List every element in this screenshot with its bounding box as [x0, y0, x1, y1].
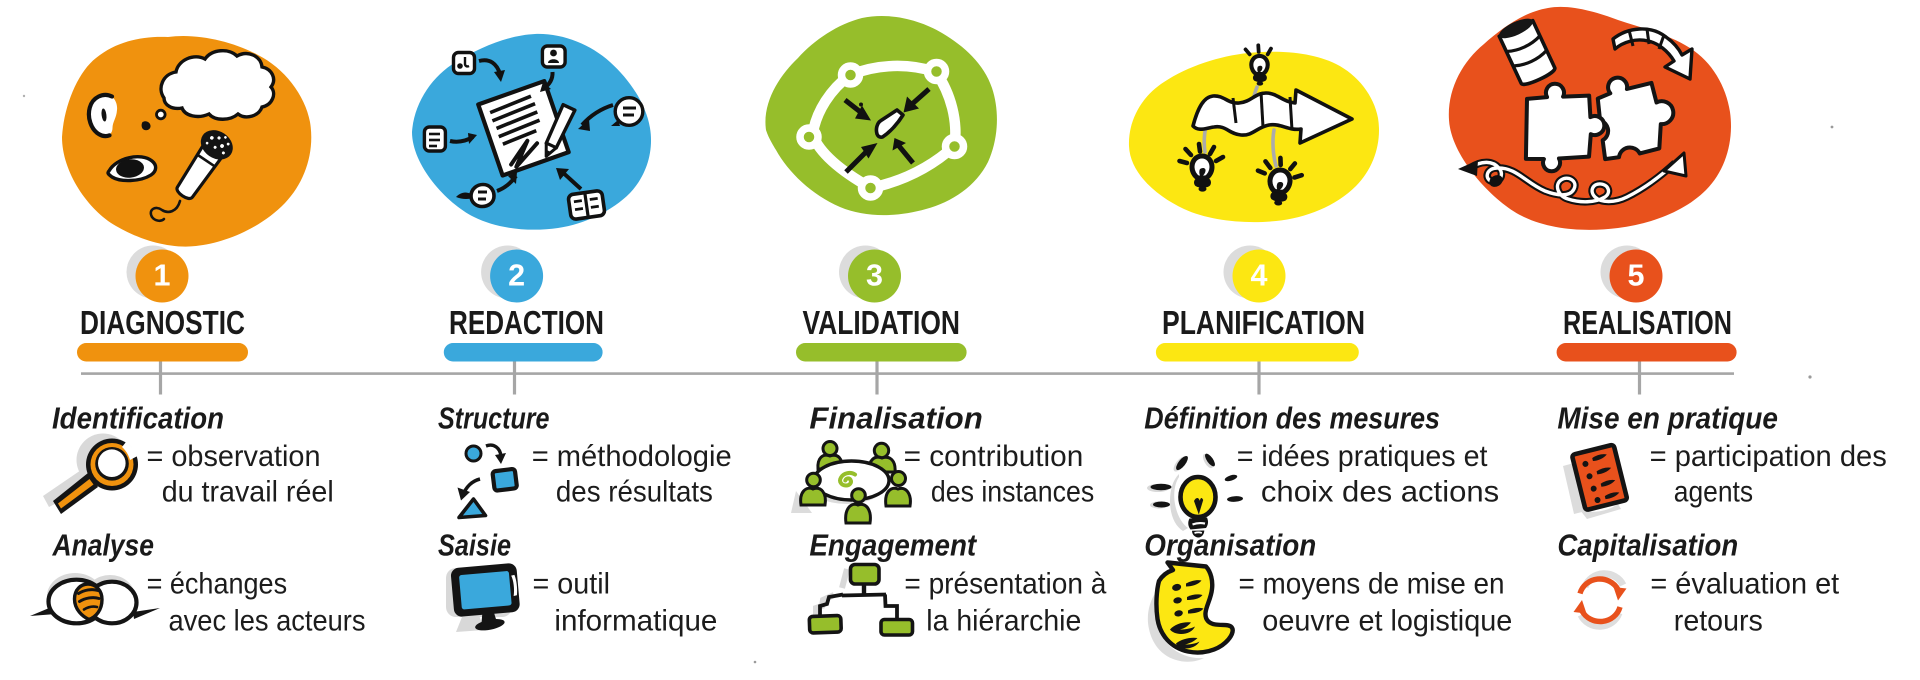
svg-text:du travail réel: du travail réel	[162, 476, 334, 509]
svg-text:3: 3	[866, 259, 883, 293]
svg-text:Identification: Identification	[52, 401, 224, 436]
svg-text:Capitalisation: Capitalisation	[1557, 528, 1738, 563]
svg-text:des résultats: des résultats	[556, 476, 713, 509]
svg-text:choix des actions: choix des actions	[1261, 476, 1499, 509]
svg-text:4: 4	[1251, 259, 1268, 293]
svg-text:Organisation: Organisation	[1144, 528, 1316, 563]
svg-text:Analyse: Analyse	[52, 528, 154, 563]
svg-text:la hiérarchie: la hiérarchie	[926, 605, 1081, 638]
svg-text:Finalisation: Finalisation	[809, 401, 982, 436]
svg-text:= moyens de mise en: = moyens de mise en	[1239, 568, 1505, 601]
svg-text:= outil: = outil	[533, 568, 611, 601]
svg-text:1: 1	[154, 259, 171, 293]
svg-text:des instances: des instances	[931, 476, 1094, 509]
svg-text:oeuvre et logistique: oeuvre et logistique	[1262, 605, 1512, 638]
svg-text:avec les acteurs: avec les acteurs	[169, 605, 366, 638]
svg-text:= observation: = observation	[147, 440, 321, 473]
svg-text:VALIDATION: VALIDATION	[803, 304, 961, 341]
svg-text:= contribution: = contribution	[904, 440, 1084, 473]
svg-text:REDACTION: REDACTION	[449, 304, 604, 341]
svg-text:= évaluation et: = évaluation et	[1650, 568, 1839, 601]
svg-text:= participation des: = participation des	[1650, 440, 1887, 473]
svg-text:Mise en pratique: Mise en pratique	[1557, 401, 1778, 436]
svg-text:retours: retours	[1674, 605, 1763, 638]
svg-text:= idées pratiques et: = idées pratiques et	[1237, 440, 1488, 473]
svg-text:REALISATION: REALISATION	[1563, 304, 1732, 341]
svg-text:Structure: Structure	[438, 401, 550, 436]
svg-text:2: 2	[508, 259, 525, 293]
svg-text:Saisie: Saisie	[438, 528, 511, 563]
svg-text:PLANIFICATION: PLANIFICATION	[1162, 304, 1365, 341]
svg-text:agents: agents	[1674, 476, 1753, 509]
svg-text:Engagement: Engagement	[809, 528, 977, 563]
svg-text:= présentation à: = présentation à	[904, 568, 1106, 601]
svg-text:= méthodologie: = méthodologie	[532, 440, 732, 473]
svg-text:= échanges: = échanges	[147, 568, 288, 601]
svg-text:DIAGNOSTIC: DIAGNOSTIC	[80, 304, 245, 341]
svg-text:5: 5	[1628, 259, 1645, 293]
svg-text:informatique: informatique	[554, 605, 717, 638]
svg-text:Définition des mesures: Définition des mesures	[1144, 401, 1440, 436]
